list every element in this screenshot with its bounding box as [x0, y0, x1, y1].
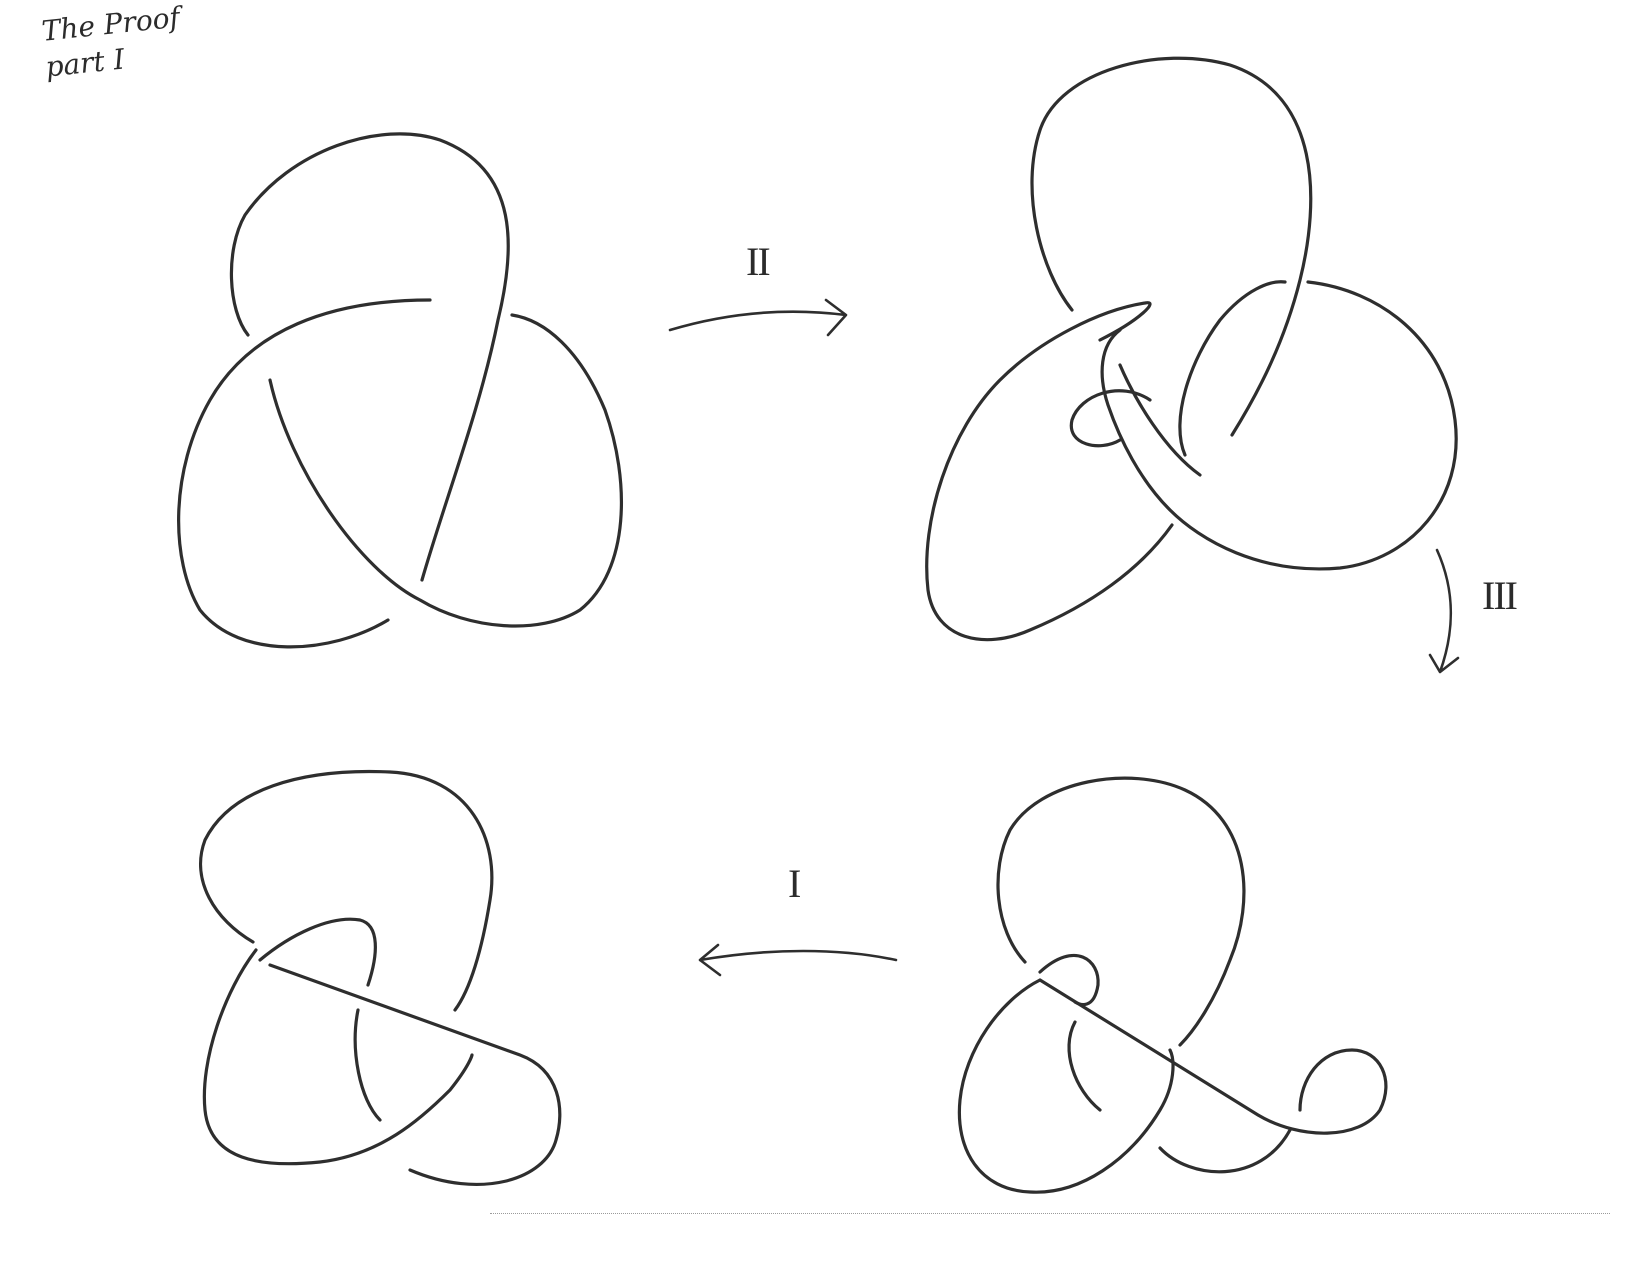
move-label-first: II — [746, 239, 771, 284]
knot-diagram-3 — [957, 776, 1388, 1194]
move-arrow-right — [1428, 548, 1460, 674]
knot-diagram-1 — [177, 132, 623, 649]
knot-diagram-4 — [199, 769, 562, 1186]
scan-edge-line — [490, 1213, 1610, 1214]
move-label-second: III — [1482, 573, 1518, 618]
move-arrow-top — [668, 298, 848, 337]
move-label-third: I — [788, 861, 801, 906]
knot-diagram-2 — [925, 56, 1458, 642]
move-arrow-bottom — [698, 943, 898, 977]
